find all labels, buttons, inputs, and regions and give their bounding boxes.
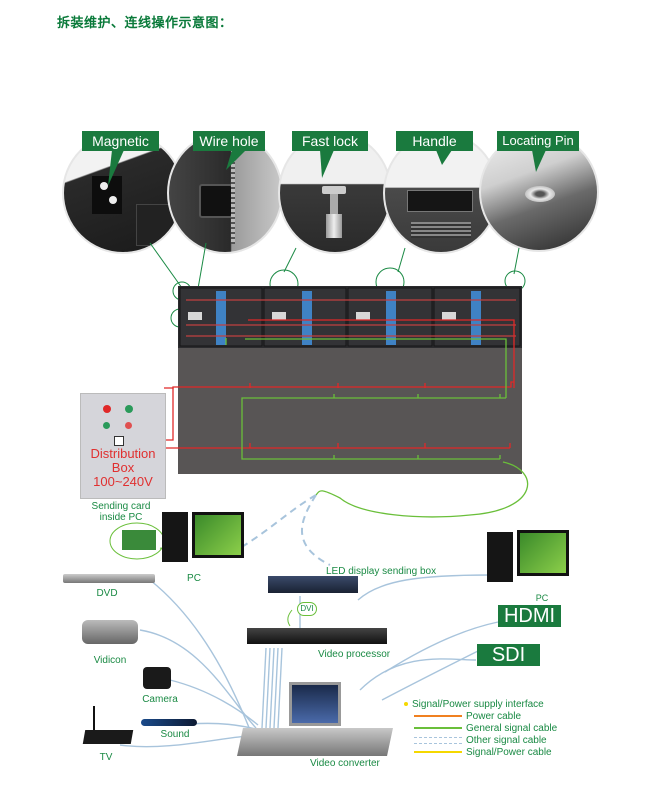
led-sending-box-label: LED display sending box (326, 566, 437, 577)
general-signal-cable (225, 338, 529, 518)
camera-icon (143, 667, 171, 689)
pc-left-monitor-icon (192, 512, 244, 558)
locating-pin-photo-icon (479, 132, 599, 252)
video-converter-monitor-icon (289, 682, 341, 726)
power-cable (164, 319, 515, 449)
callout-magnetic: Magnetic (82, 131, 159, 151)
dvd-label: DVD (96, 588, 118, 599)
legend-item: Signal/Power cable (404, 747, 557, 759)
led-cabinets (179, 287, 521, 347)
callout-tail (226, 150, 246, 170)
red-indicator-icon (103, 405, 111, 413)
video-converter-console-icon (237, 728, 393, 756)
distribution-box: Distribution Box 100~240V (80, 393, 166, 499)
vidicon-label: Vidicon (93, 655, 127, 666)
led-sending-box-icon (268, 576, 358, 593)
pc-right-tower-icon (487, 532, 513, 582)
video-converter-label: Video converter (310, 758, 380, 769)
callout-tail (436, 150, 452, 165)
dvd-player-icon (63, 574, 155, 583)
page-title: 拆装维护、连线操作示意图： (57, 16, 233, 31)
power-socket-photo-icon (167, 132, 283, 254)
callout-locating-pin: Locating Pin (497, 131, 579, 151)
dvi-badge: DVI (297, 602, 317, 616)
green-indicator-icon (125, 405, 133, 413)
microphone-icon (141, 719, 197, 726)
green-indicator-icon (103, 422, 110, 429)
hdmi-badge: HDMI (498, 605, 561, 627)
callout-handle: Handle (396, 131, 473, 151)
red-indicator-icon (125, 422, 132, 429)
legend-swatch (414, 736, 462, 744)
pc-right-label: PC (535, 593, 549, 603)
tv-receiver-icon (82, 730, 134, 744)
distribution-box-label: Distribution Box 100~240V (90, 446, 156, 489)
fast-lock-bolt-photo-icon (278, 132, 392, 254)
video-processor-label: Video processor (318, 649, 391, 660)
callout-tail (320, 150, 334, 178)
rotary-switch-icon (114, 436, 124, 446)
callout-fast-lock: Fast lock (292, 131, 368, 151)
legend-dot-icon (404, 702, 408, 707)
vidicon-camcorder-icon (82, 620, 138, 644)
pc-right-monitor-icon (517, 530, 569, 576)
legend-item: Signal/Power supply interface (404, 699, 557, 711)
pc-left-tower-icon (162, 512, 188, 562)
legend-item: Power cable (404, 711, 557, 723)
video-processor-icon (247, 628, 387, 644)
antenna-icon (93, 706, 95, 730)
led-screen-back (178, 348, 522, 474)
legend-swatch (414, 751, 462, 754)
sound-label: Sound (160, 729, 190, 740)
callout-tail (108, 150, 124, 186)
legend: Signal/Power supply interface Power cabl… (404, 699, 557, 759)
other-signal-cable (239, 494, 331, 566)
camera-label: Camera (142, 694, 178, 705)
sending-card-label: Sending card inside PC (91, 501, 151, 523)
sending-card-photo-icon (122, 530, 156, 550)
callout-tail (532, 150, 546, 172)
legend-item: Other signal cable (404, 735, 557, 747)
legend-swatch (414, 727, 462, 730)
sdi-badge: SDI (477, 644, 540, 666)
tv-label: TV (99, 752, 113, 763)
callout-wire-hole: Wire hole (193, 131, 265, 151)
legend-swatch (414, 715, 462, 718)
legend-item: General signal cable (404, 723, 557, 735)
pc-left-label: PC (187, 573, 201, 584)
